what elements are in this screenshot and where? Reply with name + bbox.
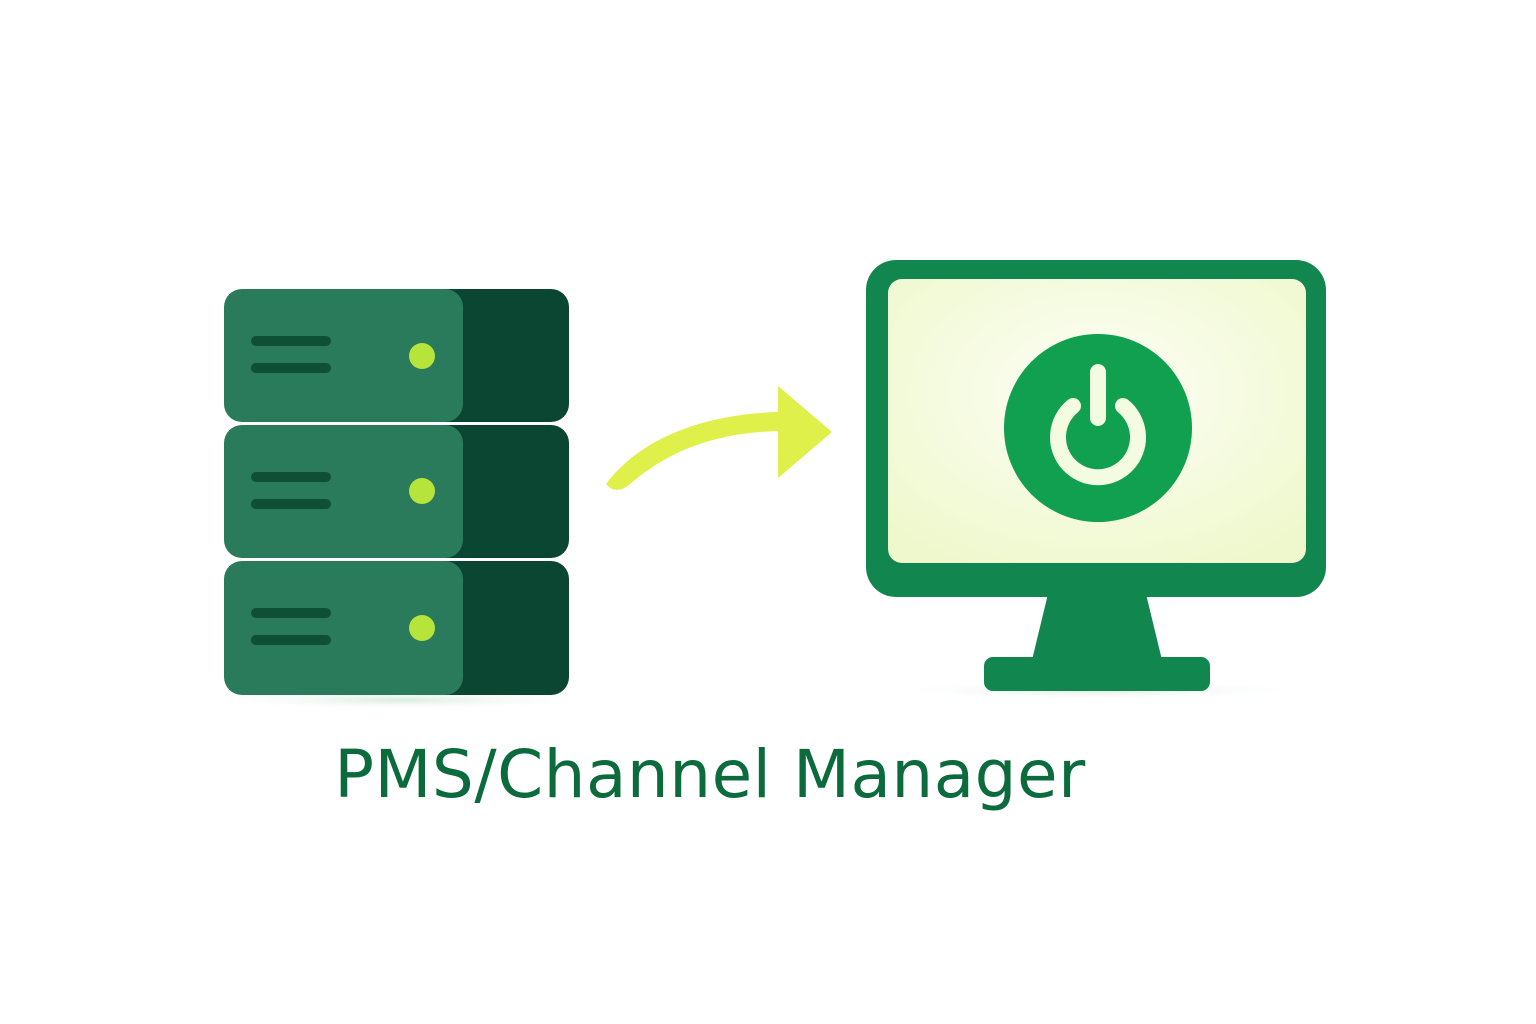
server-led-icon xyxy=(409,478,435,504)
desktop-monitor-icon xyxy=(866,260,1326,691)
server-unit-middle xyxy=(224,425,569,558)
server-unit-bottom xyxy=(224,561,569,695)
server-led-icon xyxy=(409,343,435,369)
diagram-caption: PMS/Channel Manager xyxy=(334,736,1086,813)
server-unit-top xyxy=(224,289,569,422)
monitor-base xyxy=(984,657,1210,691)
power-button-circle xyxy=(1004,334,1192,522)
server-stack-icon xyxy=(224,289,569,695)
server-led-icon xyxy=(409,615,435,641)
monitor-stand xyxy=(1032,594,1162,660)
curved-arrow-right-icon xyxy=(606,386,832,490)
power-icon xyxy=(1050,364,1146,486)
